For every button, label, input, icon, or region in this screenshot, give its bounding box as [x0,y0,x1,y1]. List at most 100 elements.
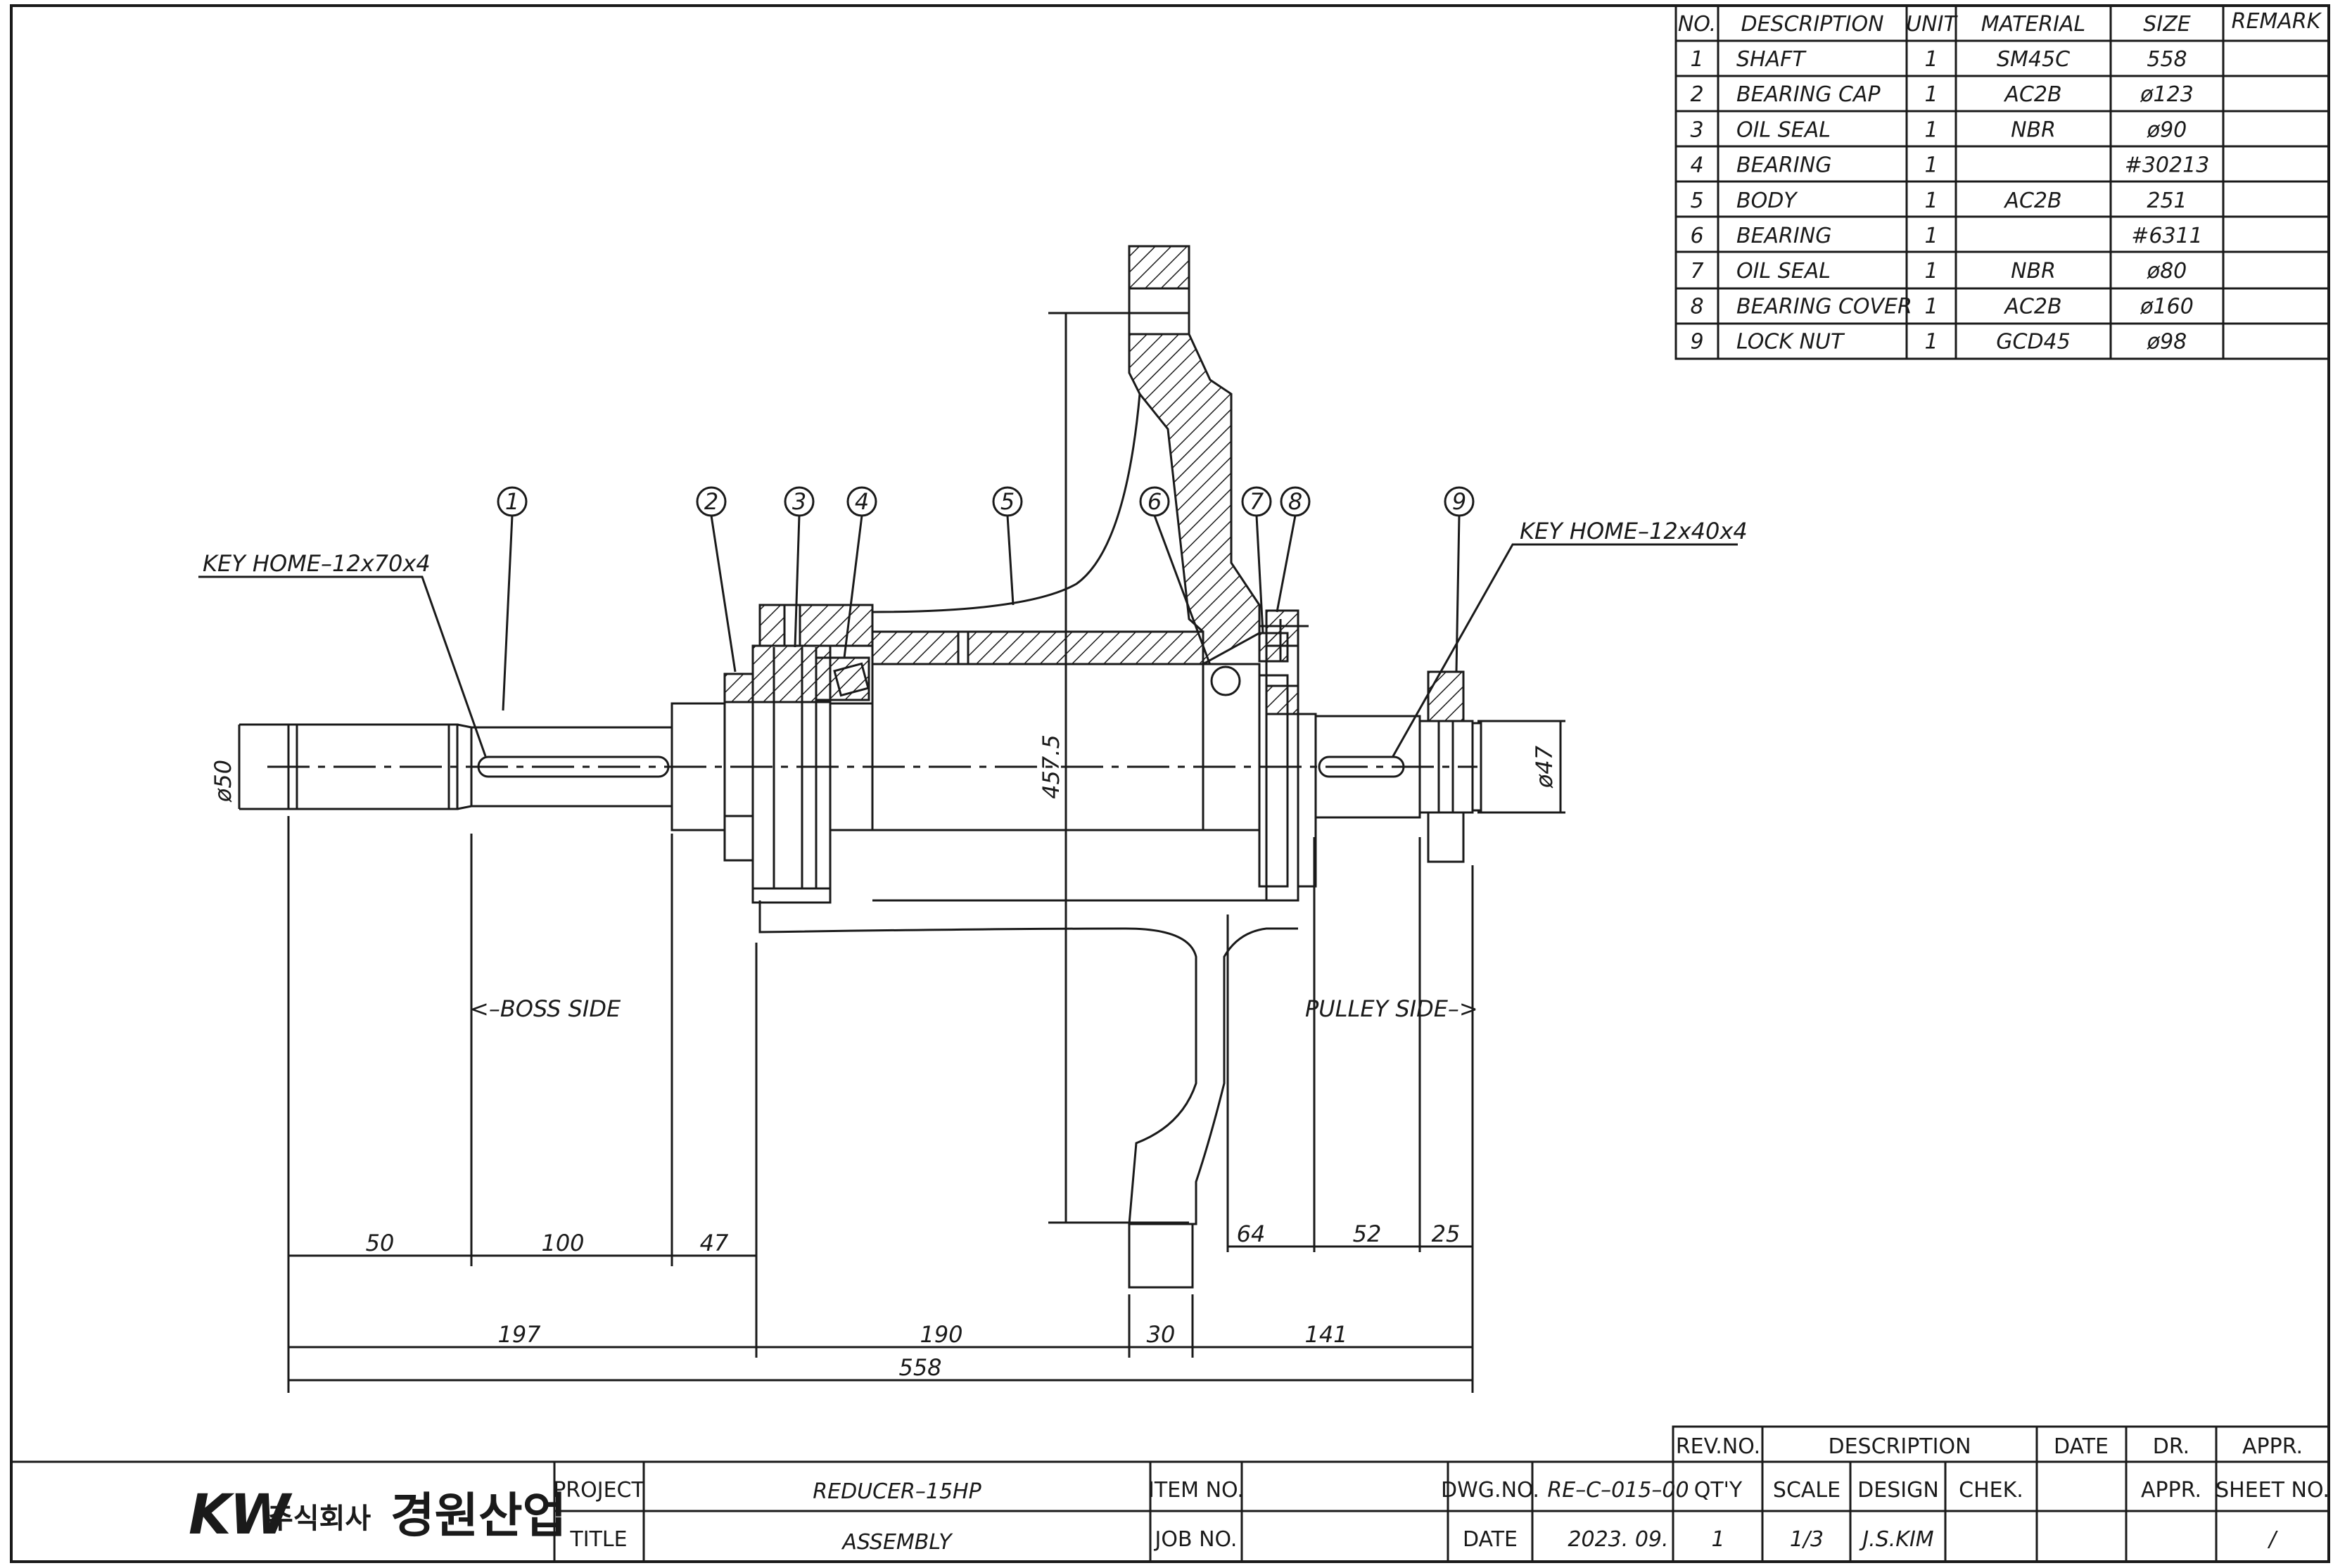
bom-cell-unit: 1 [1924,153,1938,178]
boss-side-label: <–BOSS SIDE [470,995,621,1022]
bom-cell-no: 7 [1690,259,1703,283]
dim-558: 558 [898,1354,941,1381]
bom-cell-description: OIL SEAL [1736,259,1831,283]
bom-cell-size: 251 [2147,189,2187,213]
company-logo: KW 주식회사 경원산업 [189,1484,566,1547]
bom-cell-unit: 1 [1924,189,1938,213]
rev-date-label: DATE [2054,1434,2109,1459]
bom-cell-material: AC2B [2003,189,2061,213]
key-home-right-label: KEY HOME–12x40x4 [1520,518,1748,544]
sheet-border [10,4,2330,1563]
scale-label: SCALE [1773,1478,1841,1503]
project-value: REDUCER–15HP [813,1479,981,1504]
balloon-8: 8 [1288,488,1302,515]
balloon-1: 1 [505,488,519,515]
balloon-numbers: 1 2 3 4 5 6 7 8 9 KEY HOME–12x70x4 KEY H… [203,488,1748,1022]
bom-cell-material: GCD45 [1996,330,2070,355]
bom-cell-description: BEARING [1736,153,1831,178]
bom-cell-no: 6 [1690,224,1703,248]
job-no-label: JOB NO. [1154,1527,1238,1552]
design-label: DESIGN [1857,1478,1939,1503]
design-value: J.S.KIM [1859,1527,1933,1552]
balloon-6: 6 [1148,488,1162,515]
dim-64: 64 [1237,1220,1266,1247]
bom-cell-size: #6311 [2131,224,2202,248]
bom-header-remark: REMARK [2232,9,2322,34]
bom-cell-unit: 1 [1924,294,1938,319]
rev-no-label: REV.NO. [1676,1434,1760,1459]
assembly-section-view [238,245,1565,1393]
bom-cell-size: ø98 [2147,330,2187,355]
bom-cell-no: 2 [1690,82,1703,107]
bom-cell-unit: 1 [1924,47,1938,72]
bom-cell-size: ø90 [2147,117,2187,142]
bom-text: NO. DESCRIPTION UNIT MATERIAL SIZE REMAR… [1678,9,2322,37]
dwg-no-value: RE–C–015–00 [1547,1478,1689,1503]
dim-141: 141 [1304,1321,1347,1348]
date-value: 2023. 09. [1568,1527,1668,1552]
dim-50: 50 [366,1230,395,1256]
rev-description-label: DESCRIPTION [1828,1434,1971,1459]
bom-cell-description: BEARING CAP [1736,82,1881,107]
appr2-label: APPR. [2141,1478,2201,1503]
bom-cell-description: BEARING COVER [1736,294,1912,319]
balloon-3: 3 [792,488,806,515]
dia-left-label: ø50 [210,760,236,803]
dim-190: 190 [920,1321,962,1348]
company-logo-kw: KW [189,1484,293,1547]
qty-value: 1 [1711,1527,1724,1552]
bom-cell-no: 4 [1690,153,1703,178]
bom-cell-unit: 1 [1924,330,1938,355]
company-logo-name: 경원산업 [390,1489,566,1544]
balloon-2: 2 [704,488,718,515]
pulley-side-label: PULLEY SIDE–> [1305,995,1478,1022]
bom-cell-material: SM45C [1997,47,2070,72]
dim-25: 25 [1432,1220,1461,1247]
bom-cell-material: AC2B [2003,82,2061,107]
bom-cell-no: 1 [1690,47,1703,72]
bom-cell-description: BEARING [1736,224,1831,248]
dim-47: 47 [700,1230,729,1256]
bom-cell-unit: 1 [1924,224,1938,248]
chek-label: CHEK. [1959,1478,2023,1503]
balloon-4: 4 [855,488,869,515]
bom-cell-size: 558 [2147,47,2187,72]
bom-cell-no: 8 [1690,294,1703,319]
bom-cell-size: ø160 [2140,294,2194,319]
bom-cell-material: AC2B [2003,294,2061,319]
bom-cell-description: LOCK NUT [1736,330,1845,355]
bom-header-unit: UNIT [1906,12,1958,37]
title-label: TITLE [569,1527,627,1552]
dim-52: 52 [1353,1220,1382,1247]
bom-cell-description: OIL SEAL [1736,117,1831,142]
part-balloons [198,486,1738,757]
bom-cell-no: 9 [1690,330,1703,355]
bom-cell-no: 3 [1690,117,1703,142]
bill-of-materials [1674,4,2330,360]
bom-cell-size: ø80 [2147,259,2187,283]
bom-header-size: SIZE [2143,12,2190,37]
title-value: ASSEMBLY [841,1530,953,1555]
bom-cell-material: NBR [2011,117,2056,142]
company-logo-small: 주식회사 [267,1503,371,1535]
bom-cell-no: 5 [1690,189,1703,213]
title-block-text: REV.NO. DESCRIPTION DATE DR. APPR. PROJE… [553,1434,2329,1555]
bom-cell-description: SHAFT [1736,47,1807,72]
bom-cell-description: BODY [1736,189,1798,213]
dwg-no-label: DWG.NO. [1441,1478,1539,1503]
appr-label: APPR. [2242,1434,2303,1459]
bom-cell-size: ø123 [2140,82,2194,107]
dr-label: DR. [2153,1434,2189,1459]
bom-cell-unit: 1 [1924,259,1938,283]
balloon-9: 9 [1452,488,1466,515]
bom-cell-unit: 1 [1924,82,1938,107]
dim-30: 30 [1147,1321,1176,1348]
date-label: DATE [1463,1527,1518,1552]
sheet-no-label: SHEET NO. [2216,1478,2329,1503]
balloon-7: 7 [1250,488,1264,515]
bom-cell-unit: 1 [1924,117,1938,142]
dim-197: 197 [497,1321,541,1348]
bom-header-no: NO. [1678,12,1716,37]
bom-cell-size: #30213 [2125,153,2210,178]
